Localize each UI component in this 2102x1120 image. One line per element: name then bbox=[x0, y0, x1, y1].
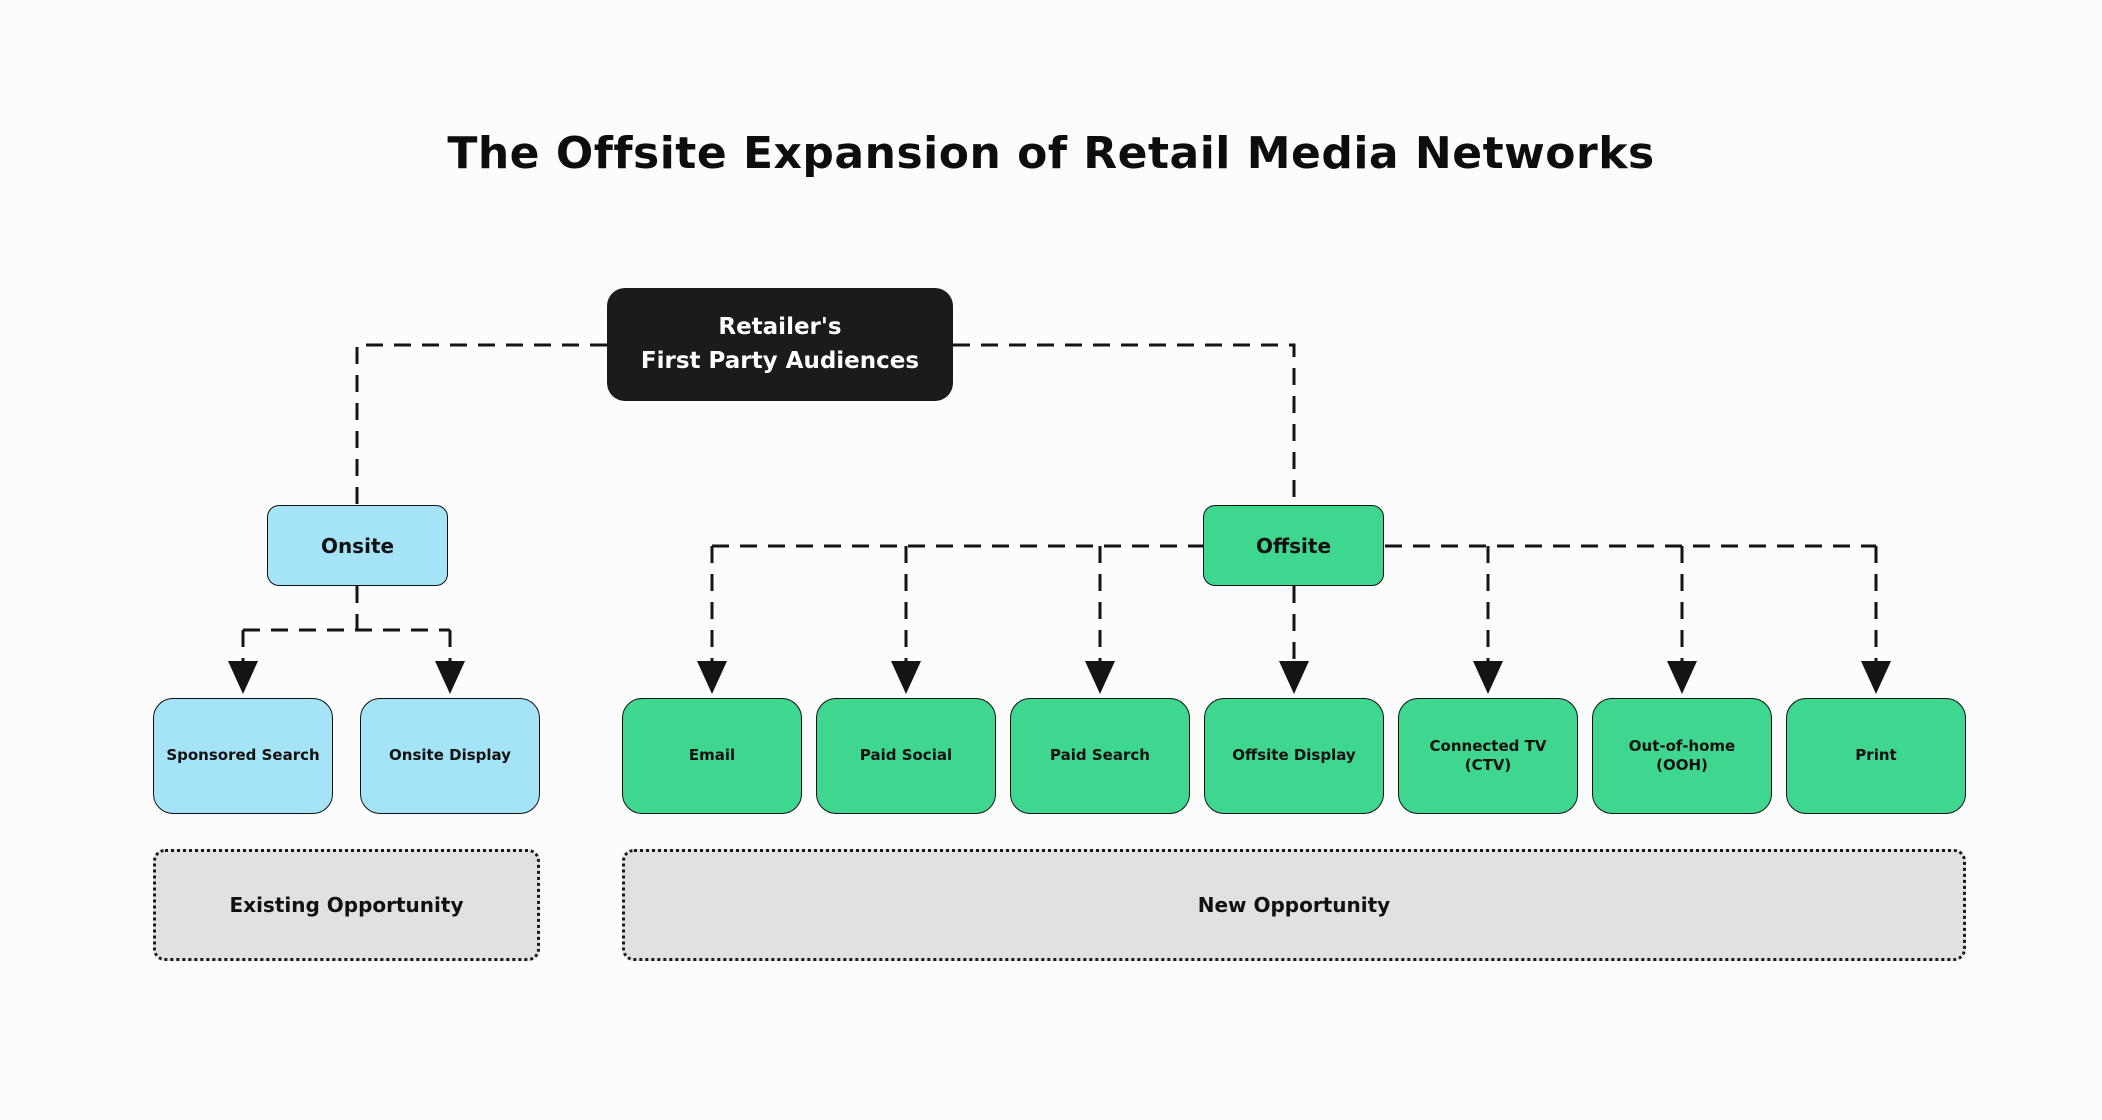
arrowhead-group bbox=[228, 661, 1891, 694]
channel-label: Out-of-home (OOH) bbox=[1628, 736, 1736, 775]
channel-label: Onsite Display bbox=[389, 746, 511, 765]
node-offsite-display: Offsite Display bbox=[1204, 698, 1384, 814]
node-onsite: Onsite bbox=[267, 505, 448, 586]
node-sponsored-search: Sponsored Search bbox=[153, 698, 333, 814]
arrow-down-icon bbox=[1279, 661, 1309, 694]
root-label-line1: Retailer's bbox=[718, 314, 842, 341]
arrow-down-icon bbox=[1667, 661, 1697, 694]
diagram-title: The Offsite Expansion of Retail Media Ne… bbox=[447, 128, 1655, 179]
channel-label: Paid Social bbox=[859, 746, 953, 765]
arrow-down-icon bbox=[697, 661, 727, 694]
arrow-down-icon bbox=[1473, 661, 1503, 694]
offsite-label: Offsite bbox=[1255, 533, 1332, 558]
arrow-down-icon bbox=[1085, 661, 1115, 694]
arrow-down-icon bbox=[1861, 661, 1891, 694]
zone-label: Existing Opportunity bbox=[229, 893, 464, 917]
node-email: Email bbox=[622, 698, 802, 814]
channel-label: Connected TV (CTV) bbox=[1429, 736, 1547, 775]
node-out-of-home: Out-of-home (OOH) bbox=[1592, 698, 1772, 814]
arrow-down-icon bbox=[435, 661, 465, 694]
onsite-label: Onsite bbox=[320, 533, 395, 558]
root-label-line2: First Party Audiences bbox=[640, 347, 920, 374]
arrow-down-icon bbox=[891, 661, 921, 694]
arrow-down-icon bbox=[228, 661, 258, 694]
zone-existing-opportunity: Existing Opportunity bbox=[153, 849, 540, 961]
channel-label: Email bbox=[688, 746, 736, 765]
node-paid-social: Paid Social bbox=[816, 698, 996, 814]
node-print: Print bbox=[1786, 698, 1966, 814]
node-connected-tv: Connected TV (CTV) bbox=[1398, 698, 1578, 814]
node-onsite-display: Onsite Display bbox=[360, 698, 540, 814]
zone-label: New Opportunity bbox=[1197, 893, 1391, 917]
dashed-connectors bbox=[241, 343, 1878, 664]
channel-label: Print bbox=[1855, 746, 1897, 765]
node-paid-search: Paid Search bbox=[1010, 698, 1190, 814]
channel-label: Paid Search bbox=[1050, 746, 1150, 765]
channel-label: Sponsored Search bbox=[166, 746, 320, 765]
zone-new-opportunity: New Opportunity bbox=[622, 849, 1966, 961]
node-retailer-first-party-audiences: Retailer's First Party Audiences bbox=[607, 288, 953, 401]
node-offsite: Offsite bbox=[1203, 505, 1384, 586]
channel-label: Offsite Display bbox=[1232, 746, 1356, 765]
